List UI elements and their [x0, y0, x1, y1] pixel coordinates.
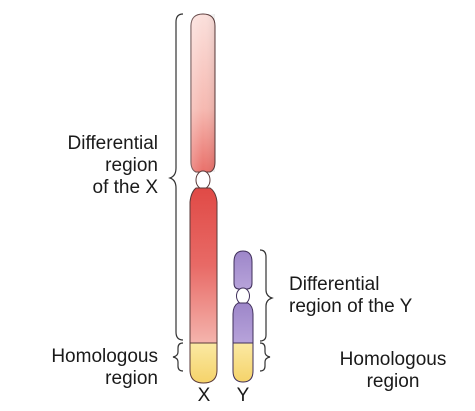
- label-differential-region-y: Differential region of the Y: [289, 274, 469, 318]
- brace-differential-x: [170, 14, 183, 340]
- label-homologous-region-right: Homologous region: [318, 349, 468, 393]
- label-homologous-region-left: Homologous region: [16, 346, 158, 390]
- brace-differential-y: [260, 250, 272, 341]
- x-chromosome-long-arm: [190, 188, 217, 343]
- y-chromosome-short-arm: [234, 251, 252, 289]
- label-x-chromosome: X: [192, 386, 216, 406]
- brace-homologous-right: [260, 343, 270, 371]
- label-differential-region-x: Differential region of the X: [18, 133, 158, 199]
- x-short-arm-shading: [191, 14, 215, 172]
- y-homologous-region: [233, 343, 253, 382]
- label-y-chromosome: Y: [232, 386, 254, 406]
- x-centromere: [196, 171, 210, 189]
- y-chromosome-long-arm: [233, 303, 253, 343]
- y-centromere: [237, 288, 250, 304]
- x-homologous-region: [190, 343, 217, 383]
- brace-homologous-left: [173, 343, 183, 371]
